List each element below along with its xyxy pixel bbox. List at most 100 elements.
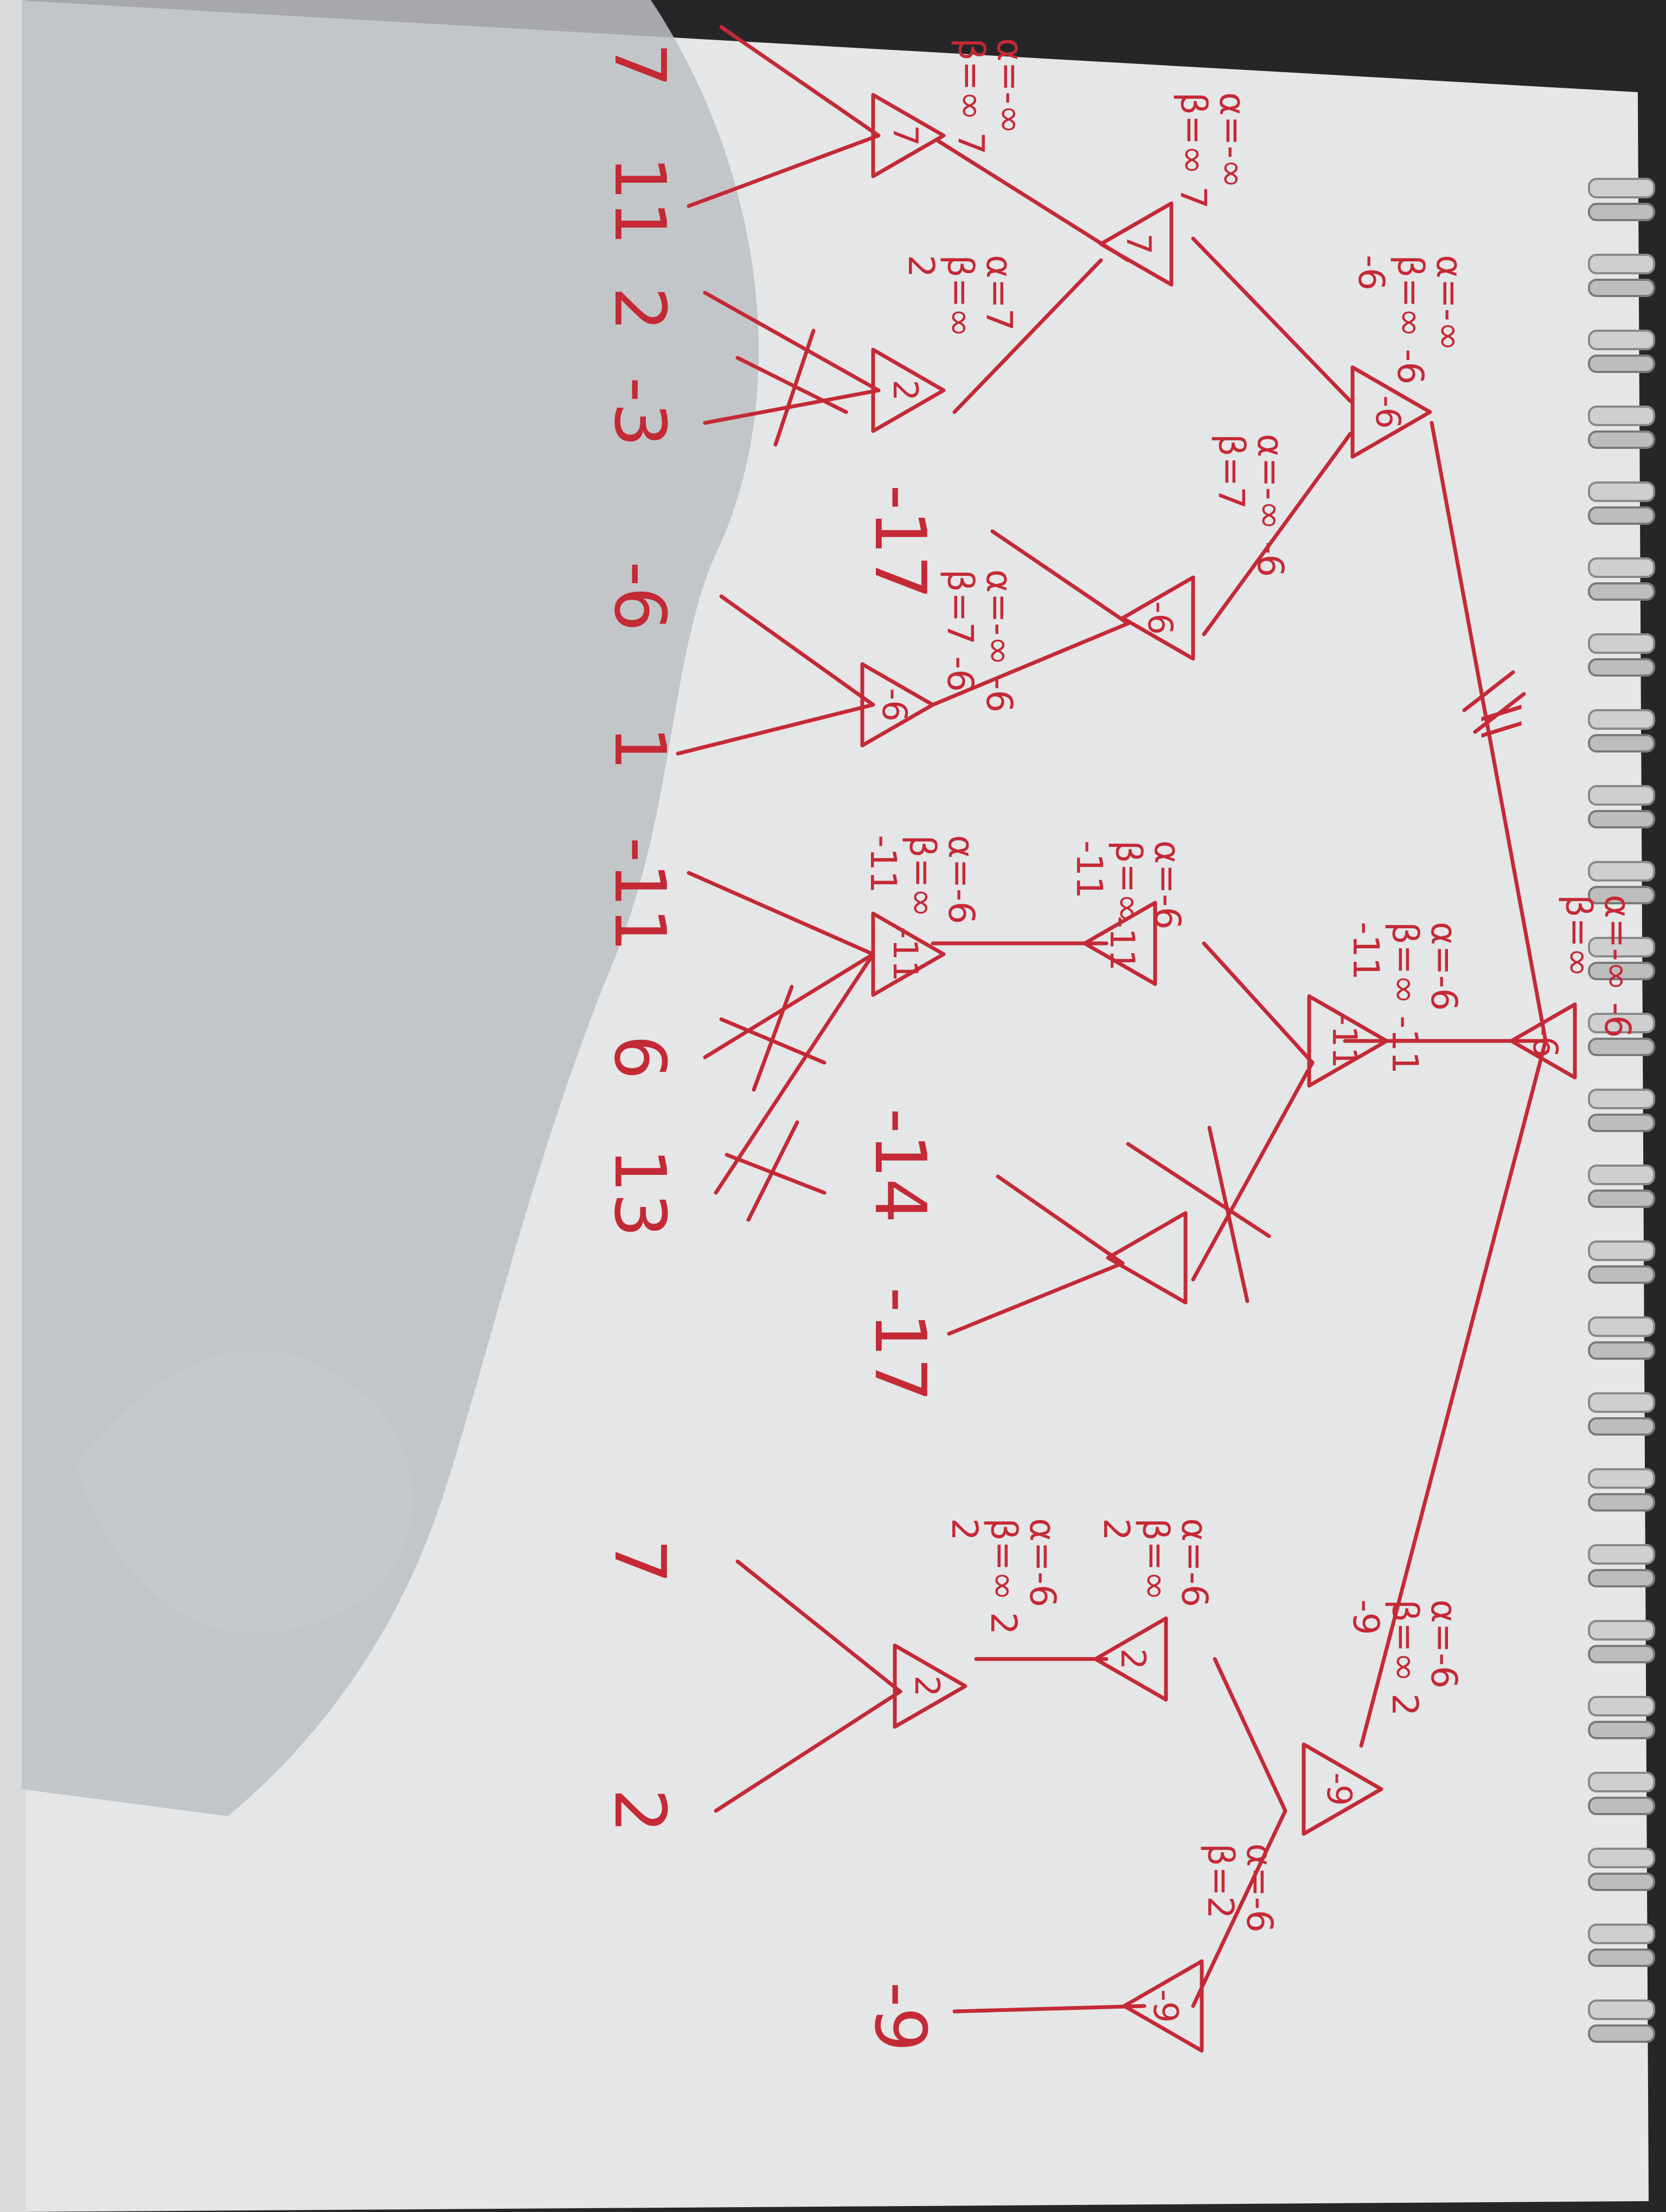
spiral-ring — [1588, 1873, 1655, 1891]
annotation-min-a: α=-∞ — [1212, 92, 1253, 189]
annotation-max-left: β=∞ -6 — [1389, 255, 1431, 384]
spiral-ring — [1588, 203, 1655, 221]
annotation-max-a1: β=∞ 7 — [950, 38, 992, 155]
edge-max-b-leaf-minus6 — [719, 594, 875, 707]
edge-max-a1-leaf-11 — [687, 133, 881, 208]
leaf-value: 2 — [599, 287, 681, 332]
spiral-ring — [1588, 1417, 1655, 1436]
annotation-min-e: α=-6 — [1174, 1518, 1215, 1607]
edge-max-a2-leaf-minus3 — [703, 388, 881, 425]
spiral-ring — [1588, 1999, 1655, 2020]
node-max-a2-triangle — [871, 348, 946, 433]
node-max-c-triangle — [871, 911, 946, 997]
tree-nodes — [860, 93, 1577, 2053]
annotation-min-c: β=∞ — [1107, 840, 1149, 923]
spiral-ring — [1588, 178, 1655, 198]
annotation-min-c: -11 — [1068, 840, 1110, 899]
spiral-ring — [1588, 1949, 1655, 1967]
node-max-mid-value: -11 — [1325, 1013, 1364, 1068]
prune-cross-6 — [719, 985, 826, 1092]
edge-root-max-left — [1430, 421, 1548, 1043]
spiral-ring — [1588, 481, 1655, 502]
spiral-ring — [1588, 1620, 1655, 1641]
node-min-b-triangle — [1120, 575, 1195, 661]
spiral-ring — [1588, 1924, 1655, 1944]
annotation-max-left: -6 — [1350, 255, 1392, 291]
spiral-ring — [1588, 886, 1655, 904]
edge-max-a2-leaf-2 — [703, 291, 881, 393]
node-min-f-triangle — [1122, 1959, 1204, 2053]
node-root-triangle — [1509, 1002, 1577, 1079]
leaf-value: -17 — [859, 485, 941, 600]
edge-max-right-min-e — [1213, 1657, 1287, 1813]
edge-max-e-leaf-2 — [714, 1689, 902, 1813]
spiral-ring — [1588, 810, 1655, 828]
node-max-c-value: -11 — [886, 927, 925, 981]
spiral-ring — [1588, 1645, 1655, 1663]
spiral-ring — [1588, 1569, 1655, 1587]
annotation-max-mid: β=∞ -11 — [1384, 922, 1426, 1074]
spiral-ring — [1588, 1265, 1655, 1284]
edge-min-a-max-a2 — [952, 258, 1103, 414]
prune-cross-min-d — [1126, 1126, 1271, 1303]
leaf-value: 2 — [599, 1789, 681, 1834]
node-max-left-triangle — [1350, 365, 1432, 459]
edge-max-a1-leaf-7 — [719, 25, 881, 138]
annotation-max-a1: α=-∞ — [989, 38, 1031, 134]
leaf-value: -6 — [599, 561, 681, 632]
spiral-ring — [1588, 1797, 1655, 1815]
edge-max-mid-min-c — [1202, 941, 1315, 1065]
spiral-ring — [1588, 1848, 1655, 1868]
node-min-b-value: -6 — [1140, 601, 1180, 635]
edge-min-a-max-a1 — [936, 139, 1130, 262]
spiral-ring — [1588, 1721, 1655, 1739]
node-max-a1-value: 7 — [886, 125, 925, 146]
edge-max-mid-min-d — [1191, 1060, 1315, 1282]
annotation-max-a2: 2 — [900, 255, 942, 278]
edge-max-e-leaf-7 — [735, 1559, 902, 1694]
leaf-value: 7 — [599, 1539, 681, 1584]
node-min-f-value: -9 — [1146, 1989, 1186, 2023]
edge-min-b-max-b — [931, 621, 1130, 707]
prune-marks — [719, 329, 1526, 1303]
node-max-left-value: -6 — [1368, 395, 1408, 429]
node-max-b-triangle — [860, 662, 935, 748]
annotation-max-mid: α=-6 — [1423, 922, 1465, 1011]
annotation-max-c: α=-6 — [940, 835, 982, 924]
spiral-binding — [1588, 178, 1655, 2043]
spiral-ring — [1588, 1189, 1655, 1208]
node-value-labels: -6-6-11-97-6-112-972-6-112 — [875, 125, 1565, 2023]
leaf-value: 1 — [599, 726, 681, 771]
node-max-a1-triangle — [871, 93, 946, 178]
node-max-b-value: -6 — [875, 688, 914, 722]
spiral-ring — [1588, 279, 1655, 297]
spiral-ring — [1588, 1240, 1655, 1261]
annotation-min-f: α=-6 — [1239, 1843, 1280, 1933]
spiral-ring — [1588, 709, 1655, 730]
spiral-ring — [1588, 582, 1655, 601]
spiral-ring — [1588, 1089, 1655, 1109]
annotation-min-f: β=2 — [1200, 1843, 1241, 1919]
node-min-c-triangle — [1082, 901, 1157, 986]
spiral-ring — [1588, 406, 1655, 426]
spiral-ring — [1588, 1341, 1655, 1360]
node-max-right-triangle — [1302, 1742, 1383, 1836]
tree-edges — [676, 25, 1548, 2014]
edge-min-f-leaf-minus9 — [952, 2004, 1146, 2014]
spiral-ring — [1588, 2024, 1655, 2043]
hand-shadow-blob — [76, 1350, 413, 1634]
spiral-ring — [1588, 734, 1655, 753]
node-max-a2-value: 2 — [886, 380, 925, 401]
node-min-e-value: 2 — [1113, 1648, 1153, 1669]
annotation-max-e: 2 — [944, 1518, 985, 1541]
annotation-max-e: β=∞ 2 — [983, 1518, 1024, 1635]
annotation-max-c: -11 — [862, 835, 904, 893]
node-min-a-triangle — [1099, 201, 1174, 287]
annotation-max-a2: α=7 — [978, 255, 1020, 331]
edge-root-max-right — [1359, 1039, 1548, 1748]
leaf-value: 7 — [599, 43, 681, 88]
spiral-ring — [1588, 1468, 1655, 1489]
spiral-ring — [1588, 1316, 1655, 1337]
node-min-a-value: 7 — [1119, 233, 1158, 254]
